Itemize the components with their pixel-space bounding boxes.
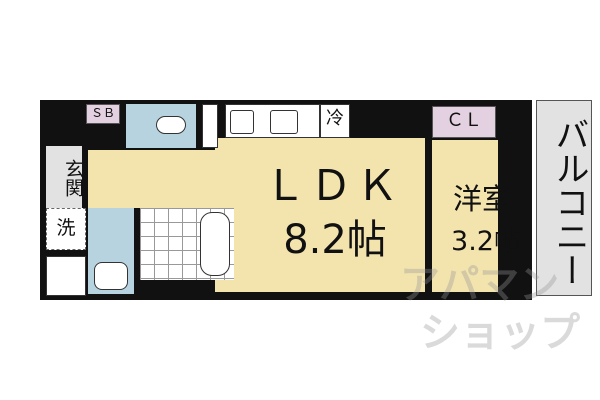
- watermark-line2: ショップ: [420, 310, 580, 356]
- washer-label: 洗: [56, 217, 76, 239]
- shoe-box: [86, 104, 120, 124]
- fridge-space: [320, 104, 350, 138]
- washer-space: [46, 208, 86, 250]
- sink-icon: [270, 110, 298, 134]
- kitchen-counter: [225, 104, 320, 138]
- western-room-floor: [432, 140, 498, 292]
- storage-x: [46, 256, 86, 296]
- bathtub-icon: [200, 212, 230, 276]
- ldk-name: ＬＤＫ: [263, 161, 402, 210]
- balcony-label: バルコニー: [549, 117, 589, 287]
- ldk-floor: [215, 138, 425, 292]
- entrance-label: 玄関: [62, 159, 84, 197]
- ldk-size: 8.2帖: [283, 217, 387, 263]
- stove-icon: [230, 110, 254, 134]
- entrance: [46, 146, 82, 208]
- balcony: [536, 100, 592, 296]
- western-room-name: 洋室: [452, 182, 511, 216]
- toilet-icon: [156, 116, 186, 134]
- closet: [432, 106, 496, 138]
- watermark-line1: アパマン: [400, 262, 560, 308]
- shoe-box-label: ＳＢ: [90, 106, 115, 120]
- washbasin-icon: [94, 262, 128, 290]
- closet-label: ＣＬ: [446, 110, 482, 131]
- hallway-floor: [88, 150, 216, 208]
- pipe-shaft: [202, 104, 218, 148]
- fridge-label: 冷: [326, 108, 344, 129]
- western-room-size: 3.2帖: [451, 226, 521, 257]
